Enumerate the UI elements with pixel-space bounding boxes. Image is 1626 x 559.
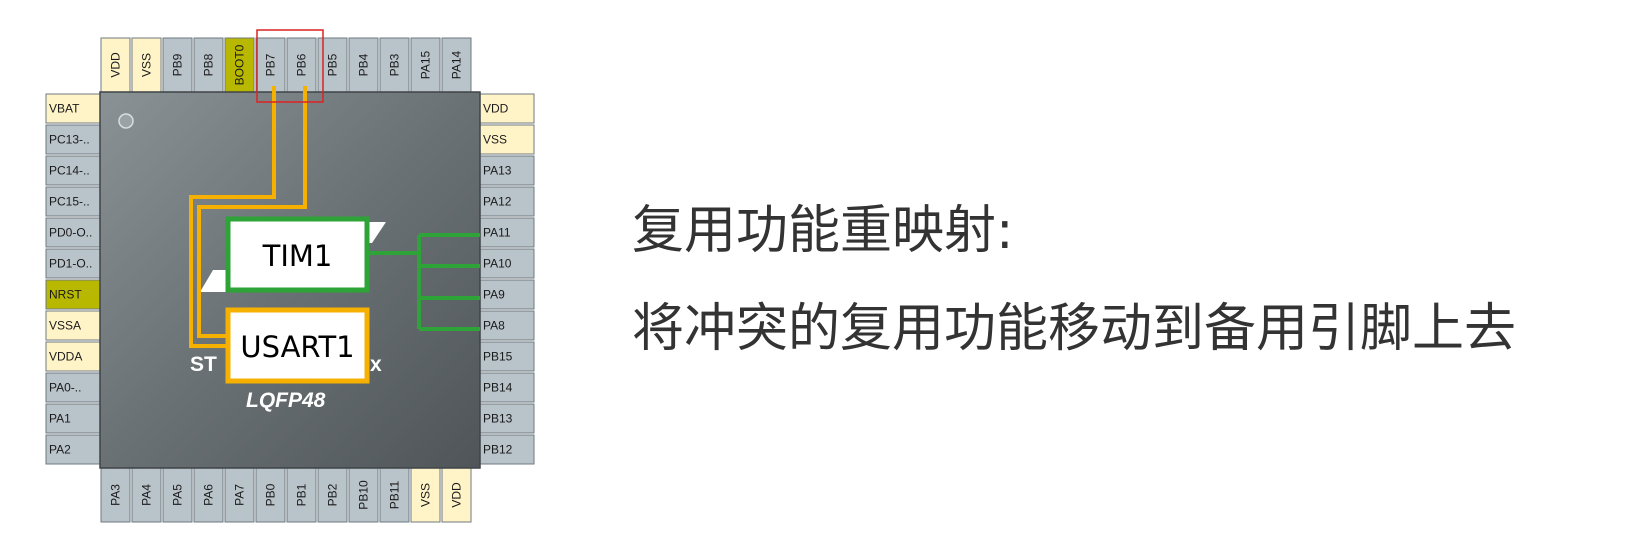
usart1-box bbox=[225, 307, 370, 384]
pin-bottom-pa4[interactable] bbox=[131, 467, 162, 523]
pin-label: PA2 bbox=[49, 443, 71, 457]
chip-name-left: ST bbox=[190, 353, 217, 376]
pin-label: VSS bbox=[483, 133, 507, 147]
pin-label: PB11 bbox=[388, 480, 402, 509]
pin-label: PC14-.. bbox=[49, 164, 90, 178]
remap-description: 将冲突的复用功能移动到备用引脚上去 bbox=[632, 299, 1517, 359]
pin-label: PA13 bbox=[483, 164, 512, 178]
pin-left-vdda[interactable] bbox=[45, 341, 101, 372]
usart1-route bbox=[189, 86, 307, 348]
pin-right-pb12[interactable] bbox=[479, 434, 535, 465]
pin-right-vdd[interactable] bbox=[479, 93, 535, 124]
pin-label: VSSA bbox=[49, 319, 81, 333]
pin-left-pc13[interactable] bbox=[45, 124, 101, 155]
right-pin-row: VDD VSS PA13PA12PA11PA10PA9PA8PB15PB14PB13… bbox=[479, 93, 535, 465]
pin-label: PB14 bbox=[483, 381, 513, 395]
pin-right-pa11[interactable] bbox=[479, 217, 535, 248]
tim1-route bbox=[367, 233, 480, 331]
pin-label: PB13 bbox=[483, 412, 513, 426]
pin-label: VDD bbox=[483, 102, 509, 116]
pin1-marker bbox=[118, 113, 134, 129]
pin-label: PB3 bbox=[388, 53, 402, 76]
pin-label: PB6 bbox=[295, 53, 309, 76]
pin-top-pa14[interactable] bbox=[441, 37, 472, 93]
pin-label: PD1-O.. bbox=[49, 257, 92, 271]
pin-bottom-pb0[interactable] bbox=[255, 467, 286, 523]
chip-name-right: x bbox=[370, 353, 382, 376]
top-pin-row: VDD VSS PB9 PB8 BOOT0 PB7 PB6 PB5 PB4 PB3 PA15 PA14 bbox=[100, 37, 472, 93]
stm32-pinout-diagram: VDD VSS PB9 PB8 BOOT0 PB7 PB6 PB5 PB4 PB3 PA15 PA14… bbox=[45, 29, 535, 523]
pin-top-vss[interactable] bbox=[131, 37, 162, 93]
pin-top-pa15[interactable] bbox=[410, 37, 441, 93]
pin-label: PB8 bbox=[202, 53, 216, 76]
pin-bottom-pa7[interactable] bbox=[224, 467, 255, 523]
pin-label: PC13-.. bbox=[49, 133, 90, 147]
pin-label: VSS bbox=[140, 53, 154, 77]
tim1-label: TIM1 bbox=[262, 239, 333, 273]
pin-label: PA8 bbox=[483, 319, 505, 333]
pin-label: PA12 bbox=[483, 195, 512, 209]
pin-label: PA11 bbox=[483, 226, 511, 240]
pin-left-pd0-o[interactable] bbox=[45, 217, 101, 248]
usart1-label: USART1 bbox=[240, 330, 354, 364]
pin-label: PB15 bbox=[483, 350, 513, 364]
pin-left-pa0[interactable] bbox=[45, 372, 101, 403]
pin-label: PB0 bbox=[264, 483, 278, 506]
pin-label: PB5 bbox=[326, 53, 340, 76]
pin-label: PA1 bbox=[49, 412, 71, 426]
pin-label: PB7 bbox=[264, 53, 278, 76]
pin-label: VSS bbox=[419, 483, 433, 507]
pin-label: PA6 bbox=[202, 484, 216, 506]
chip-package-label: LQFP48 bbox=[246, 389, 326, 412]
pin-label: PA7 bbox=[233, 484, 247, 506]
pin-bottom-vdd[interactable] bbox=[441, 467, 472, 523]
pin-left-pa1[interactable] bbox=[45, 403, 101, 434]
pin-left-pc15[interactable] bbox=[45, 186, 101, 217]
pin-label: PA14 bbox=[450, 50, 464, 79]
pin-label: PA0-.. bbox=[49, 381, 81, 395]
pin-top-pb7[interactable] bbox=[255, 37, 286, 93]
pin-label: PB12 bbox=[483, 443, 513, 457]
pin-right-pa8[interactable] bbox=[479, 310, 535, 341]
pin-label: PB9 bbox=[171, 53, 185, 76]
pin-right-pa10[interactable] bbox=[479, 248, 535, 279]
pin-label: PA15 bbox=[419, 50, 433, 79]
pin-right-pa9[interactable] bbox=[479, 279, 535, 310]
pin-label: PA5 bbox=[171, 484, 185, 506]
pin-top-pb3[interactable] bbox=[379, 37, 410, 93]
pin-bottom-pb10[interactable] bbox=[348, 467, 379, 523]
pin-left-nrst[interactable] bbox=[45, 279, 101, 310]
pin-label: PB10 bbox=[357, 480, 371, 510]
pin-right-pa12[interactable] bbox=[479, 186, 535, 217]
pin-top-vdd[interactable] bbox=[100, 37, 131, 93]
pin-label: PA10 bbox=[483, 257, 512, 271]
pin-label: PB4 bbox=[357, 53, 371, 76]
pin-label: PC15-.. bbox=[49, 195, 90, 209]
pin-bottom-vss[interactable] bbox=[410, 467, 441, 523]
pin-left-vbat[interactable] bbox=[45, 93, 101, 124]
tim1-box bbox=[225, 216, 370, 293]
pin-label: PB1 bbox=[295, 483, 309, 506]
pin-top-pb8[interactable] bbox=[193, 37, 224, 93]
pin-label: NRST bbox=[49, 288, 82, 302]
pin-left-pd1-o[interactable] bbox=[45, 248, 101, 279]
pin-label: PB2 bbox=[326, 483, 340, 506]
pin-left-vssa[interactable] bbox=[45, 310, 101, 341]
remap-heading: 复用功能重映射: bbox=[632, 201, 1014, 261]
pin-right-pb13[interactable] bbox=[479, 403, 535, 434]
pin-label: PA9 bbox=[483, 288, 505, 302]
pin-label: VBAT bbox=[49, 102, 80, 116]
pin-label: PD0-O.. bbox=[49, 226, 92, 240]
pin-label: VDDA bbox=[49, 350, 82, 364]
pin-label: VDD bbox=[109, 52, 123, 78]
left-pin-row: VBAT PC13-.. PC14-.. PC15-.. PD0-O.. PD1-O.. N… bbox=[45, 93, 101, 465]
pin-right-pb14[interactable] bbox=[479, 372, 535, 403]
bottom-pin-row: PA3 PA4 PA5 PA6 PA7 PB0 PB1 PB2 PB10 PB11 VSS VDD bbox=[100, 467, 472, 523]
pin-label: BOOT0 bbox=[233, 44, 247, 85]
pin-label: PA3 bbox=[109, 484, 123, 506]
pin-right-vss[interactable] bbox=[479, 124, 535, 155]
pin-label: PA4 bbox=[140, 484, 154, 506]
pin-label: VDD bbox=[450, 482, 464, 508]
pb7-pb6-highlight bbox=[256, 29, 324, 103]
